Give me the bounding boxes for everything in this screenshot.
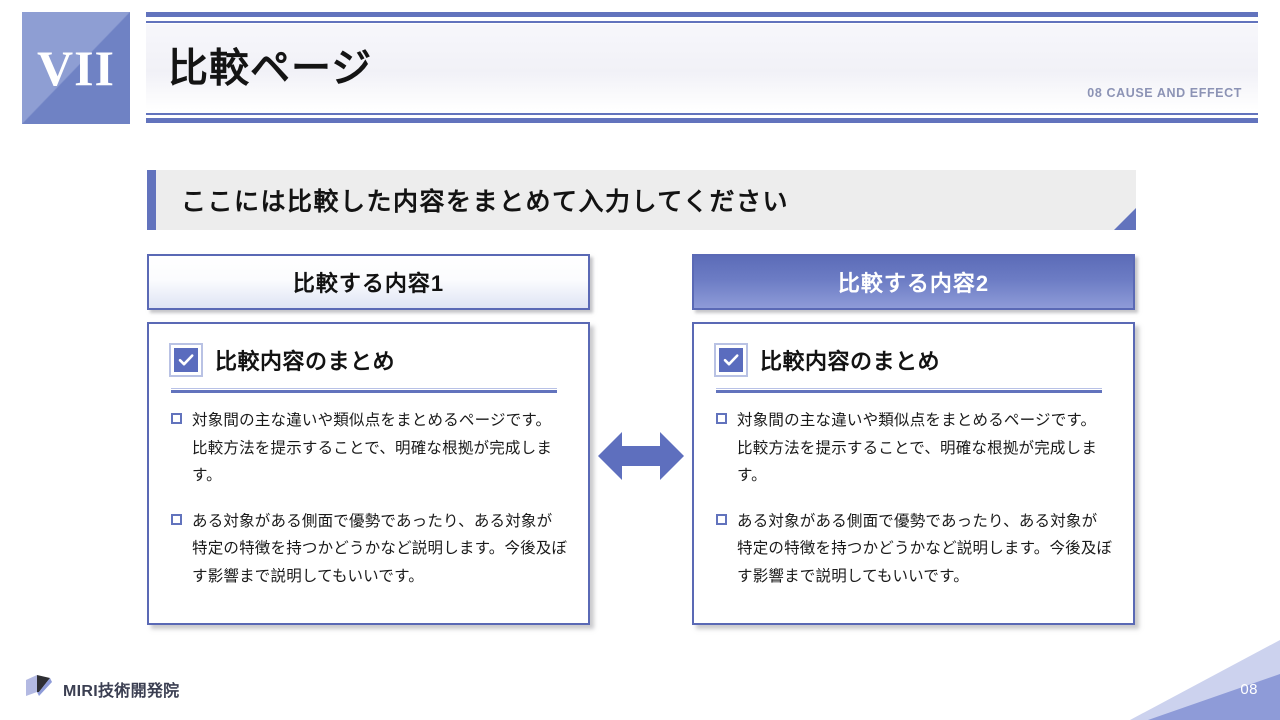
comparison-column-1: 比較する内容1 比較内容のまとめ 対象間の主な違いや類似点をまとめるページです。… [147, 254, 590, 625]
list-item: 対象間の主な違いや類似点をまとめるページです。 比較方法を提示することで、明確な… [716, 407, 1113, 490]
square-bullet-icon [716, 513, 727, 525]
miri-logo-icon [26, 675, 54, 702]
slide-header: VII 比較ページ 08 CAUSE AND EFFECT [0, 0, 1280, 140]
list-item-text: 対象間の主な違いや類似点をまとめるページです。 比較方法を提示することで、明確な… [192, 412, 553, 485]
square-bullet-icon [171, 513, 182, 525]
list-item: 対象間の主な違いや類似点をまとめるページです。 比較方法を提示することで、明確な… [171, 407, 568, 490]
page-title: 比較ページ [168, 46, 373, 91]
list-item-text: ある対象がある側面で優勢であったり、ある対象が特定の特徴を持つかどうかなど説明し… [192, 512, 568, 585]
column-header-2-label: 比較する内容2 [837, 271, 990, 296]
header-title-bar: 比較ページ 08 CAUSE AND EFFECT [146, 12, 1258, 124]
subtitle-corner-triangle [1114, 208, 1136, 230]
page-number: 08 [1240, 681, 1258, 698]
header-rule-top-thin [146, 21, 1258, 23]
column-card-1: 比較内容のまとめ 対象間の主な違いや類似点をまとめるページです。 比較方法を提示… [147, 322, 590, 625]
column-header-2[interactable]: 比較する内容2 [692, 254, 1135, 310]
card-1-title-row: 比較内容のまとめ [169, 343, 568, 377]
header-title-area: 比較ページ 08 CAUSE AND EFFECT [146, 24, 1258, 110]
square-bullet-icon [716, 413, 727, 424]
header-rule-bottom-thin [146, 113, 1258, 115]
column-header-1[interactable]: 比較する内容1 [147, 254, 590, 310]
subtitle-accent-bar [147, 170, 156, 230]
subtitle-banner: ここには比較した内容をまとめて入力してください [147, 170, 1136, 230]
footer-logo-text: MIRI技術開発院 [63, 682, 180, 700]
chapter-number-badge: VII [22, 12, 130, 124]
list-item-text: 対象間の主な違いや類似点をまとめるページです。 比較方法を提示することで、明確な… [737, 412, 1098, 485]
corner-decoration [1130, 640, 1280, 720]
header-eyebrow-label: 08 CAUSE AND EFFECT [1087, 86, 1242, 100]
card-2-title: 比較内容のまとめ [760, 349, 941, 374]
card-1-divider [171, 388, 557, 393]
subtitle-text: ここには比較した内容をまとめて入力してください [181, 188, 790, 216]
card-2-bullet-list: 対象間の主な違いや類似点をまとめるページです。 比較方法を提示することで、明確な… [716, 407, 1113, 590]
card-1-bullet-list: 対象間の主な違いや類似点をまとめるページです。 比較方法を提示することで、明確な… [171, 407, 568, 590]
checkbox-checked-icon [714, 343, 748, 377]
column-card-2: 比較内容のまとめ 対象間の主な違いや類似点をまとめるページです。 比較方法を提示… [692, 322, 1135, 625]
header-rule-top-thick [146, 12, 1258, 17]
bidirectional-arrow-icon [598, 425, 684, 487]
corner-triangle-dark [1148, 674, 1280, 720]
card-1-title: 比較内容のまとめ [215, 349, 396, 374]
list-item-text: ある対象がある側面で優勢であったり、ある対象が特定の特徴を持つかどうかなど説明し… [737, 512, 1113, 585]
list-item: ある対象がある側面で優勢であったり、ある対象が特定の特徴を持つかどうかなど説明し… [171, 508, 568, 591]
column-header-1-label: 比較する内容1 [292, 271, 445, 296]
chapter-number-label: VII [36, 40, 116, 96]
checkbox-checked-icon [169, 343, 203, 377]
footer-logo: MIRI技術開発院 [26, 675, 179, 702]
card-2-divider [716, 388, 1102, 393]
comparison-column-2: 比較する内容2 比較内容のまとめ 対象間の主な違いや類似点をまとめるページです。… [692, 254, 1135, 625]
card-2-title-row: 比較内容のまとめ [714, 343, 1113, 377]
square-bullet-icon [171, 413, 182, 424]
list-item: ある対象がある側面で優勢であったり、ある対象が特定の特徴を持つかどうかなど説明し… [716, 508, 1113, 591]
header-rule-bottom-thick [146, 118, 1258, 123]
